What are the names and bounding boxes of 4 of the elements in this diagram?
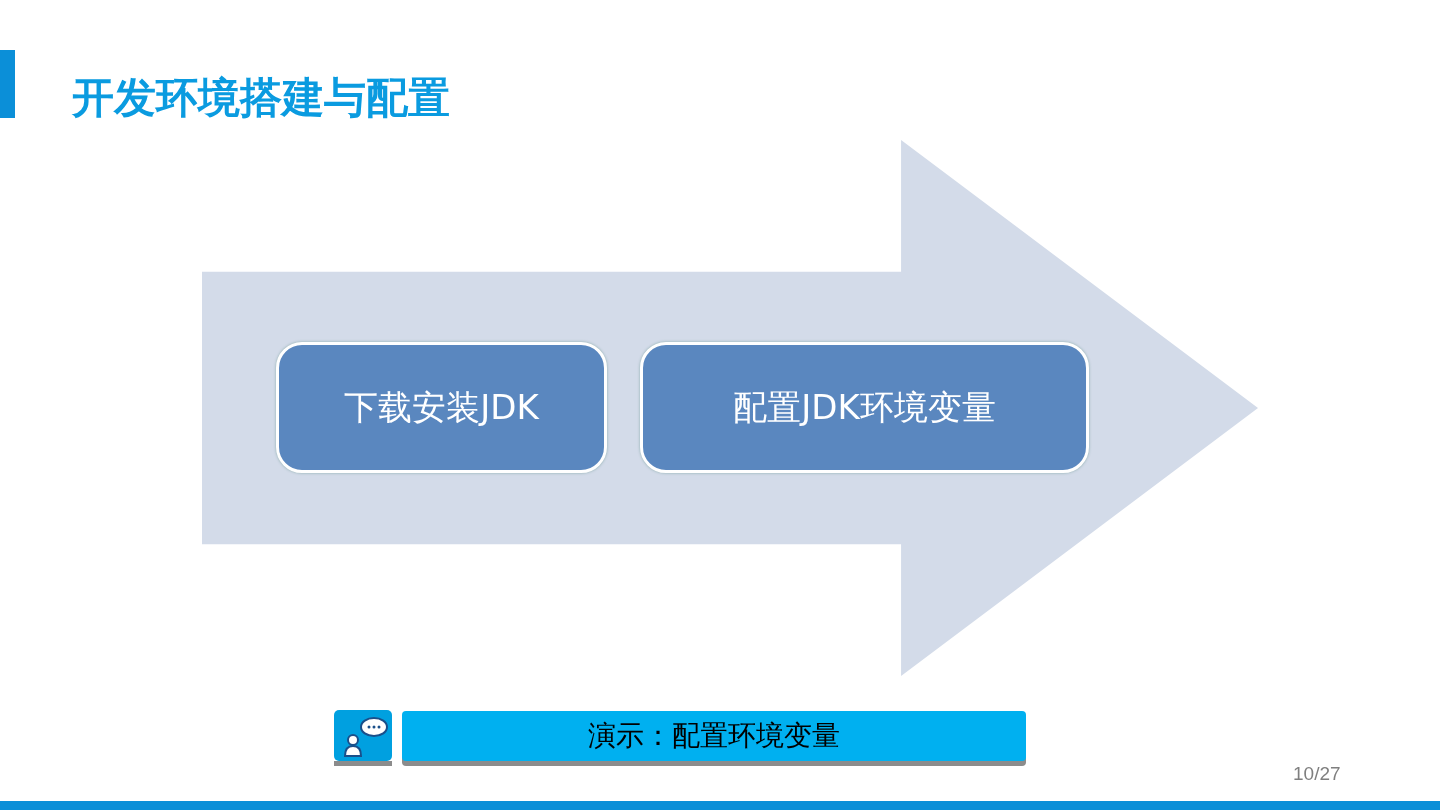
process-box: 下载安装JDK [276, 342, 607, 473]
slide-title: 开发环境搭建与配置 [72, 72, 450, 124]
process-box: 配置JDK环境变量 [640, 342, 1089, 473]
page-number: 10/27 [1293, 763, 1341, 785]
